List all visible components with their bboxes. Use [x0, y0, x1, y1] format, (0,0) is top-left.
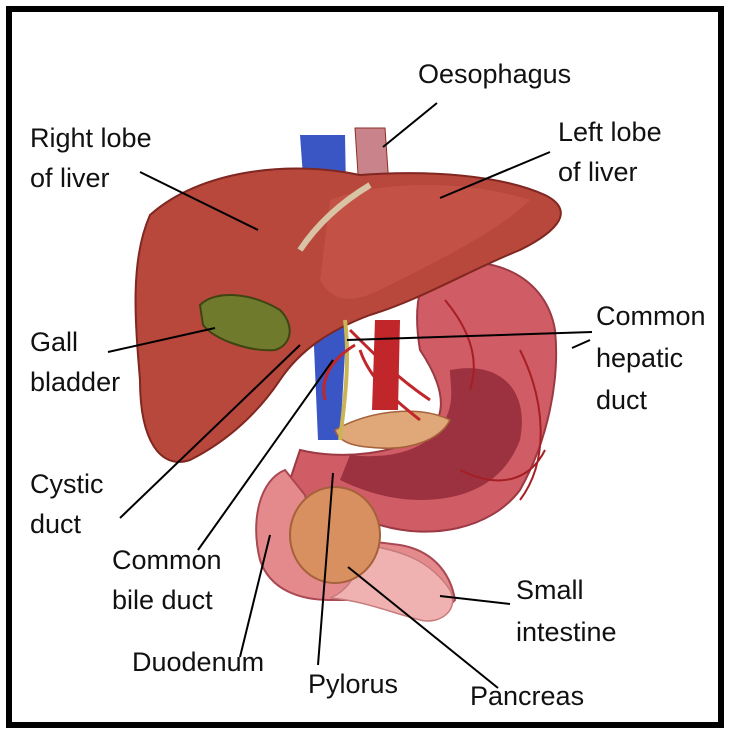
label-pancreas: Pancreas [470, 676, 584, 716]
label-bile-duct-line1: Common [112, 540, 222, 580]
pancreas-tissue [290, 487, 380, 583]
label-right-lobe-line1: Right lobe [30, 118, 152, 158]
leader-duodenum [240, 535, 270, 657]
leader-hepatic-branch [572, 340, 590, 348]
label-hepatic-duct-line2: hepatic [596, 338, 683, 378]
label-left-lobe-line2: of liver [558, 152, 638, 192]
label-hepatic-duct-line3: duct [596, 380, 647, 420]
label-gall-bladder-line1: Gall [30, 322, 78, 362]
label-gall-bladder-line2: bladder [30, 362, 120, 402]
label-left-lobe-line1: Left lobe [558, 112, 662, 152]
label-hepatic-duct-line1: Common [596, 296, 706, 336]
label-pylorus: Pylorus [308, 664, 398, 704]
label-oesophagus: Oesophagus [418, 54, 571, 94]
label-duodenum: Duodenum [132, 642, 264, 682]
label-cystic-duct-line2: duct [30, 504, 81, 544]
label-cystic-duct-line1: Cystic [30, 464, 104, 504]
leader-oesophagus [383, 103, 437, 147]
label-right-lobe-line2: of liver [30, 158, 110, 198]
label-small-intestine-line1: Small [516, 570, 584, 610]
label-bile-duct-line2: bile duct [112, 580, 213, 620]
label-small-intestine-line2: intestine [516, 612, 617, 652]
